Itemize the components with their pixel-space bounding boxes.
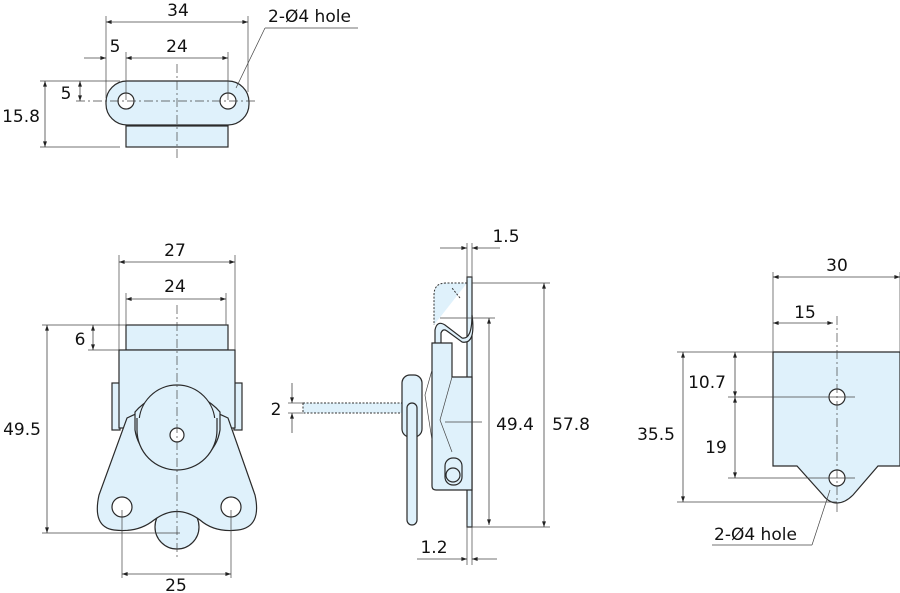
dim-1-5: 1.5 — [492, 227, 519, 247]
dim-49-4: 49.4 — [496, 415, 534, 435]
dim-10-7: 10.7 — [688, 373, 726, 393]
side-body — [431, 342, 473, 491]
dim-15: 15 — [794, 303, 816, 323]
dim-5-horizontal: 5 — [110, 37, 121, 57]
dim-30: 30 — [826, 256, 848, 276]
dim-19: 19 — [705, 438, 727, 458]
keeper-view: 30 15 10.7 19 35.5 2-Ø4 hole — [637, 256, 900, 546]
lever — [406, 402, 418, 526]
dim-5-vertical: 5 — [61, 84, 72, 104]
dim-57-8: 57.8 — [552, 415, 590, 435]
top-view: 34 5 24 5 15.8 2-Ø4 hole — [2, 1, 358, 158]
top-plate — [105, 80, 250, 126]
dim-15-8: 15.8 — [2, 107, 40, 127]
dim-24: 24 — [164, 277, 186, 297]
dim-25: 25 — [165, 576, 187, 593]
dim-27: 27 — [164, 241, 186, 261]
hole-note-top: 2-Ø4 hole — [268, 7, 351, 27]
dim-24: 24 — [166, 37, 188, 57]
rod-hidden — [302, 402, 414, 414]
front-view: 27 24 6 49.5 25 — [3, 241, 258, 593]
dim-49-5: 49.5 — [3, 420, 41, 440]
side-view: 2 1.5 1.2 49.4 57.8 — [271, 227, 590, 565]
dim-1-2: 1.2 — [420, 538, 447, 558]
dim-35-5: 35.5 — [637, 425, 675, 445]
dim-2: 2 — [271, 400, 282, 420]
dim-6: 6 — [75, 330, 86, 350]
dim-34: 34 — [167, 1, 189, 21]
hole-note-keeper: 2-Ø4 hole — [714, 525, 797, 545]
